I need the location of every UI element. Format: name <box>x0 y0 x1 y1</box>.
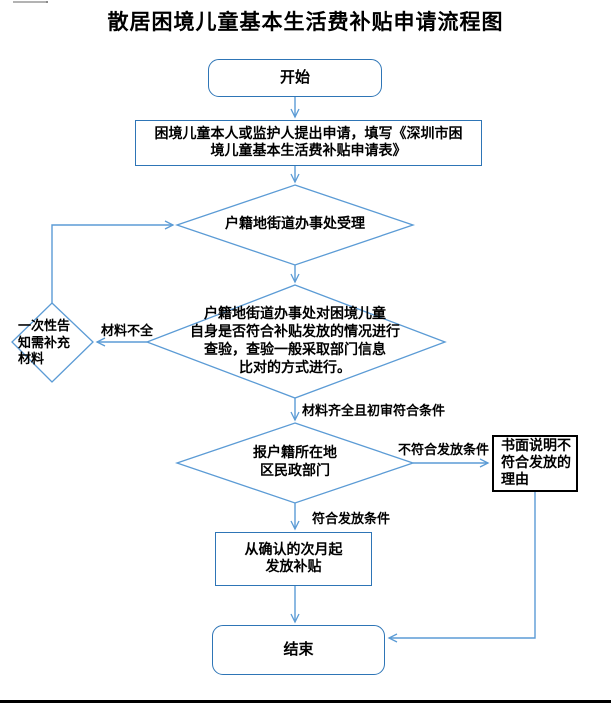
end-node: 结束 <box>212 625 385 675</box>
page-bottom-rule <box>0 700 611 703</box>
start-node: 开始 <box>208 59 382 97</box>
edge-label-material-incomplete: 材料不全 <box>101 323 154 338</box>
verify-label: 户籍地街道办事处对困境儿童 自身是否符合补贴发放的情况进行 查验，查验一般采取部… <box>190 307 400 376</box>
report-label: 报户籍所在地 区民政部门 <box>253 446 337 479</box>
edge-label-eligible: 符合发放条件 <box>312 511 391 526</box>
edge-written-end <box>387 492 536 643</box>
accept-label: 户籍地街道办事处受理 <box>225 217 365 233</box>
apply-label: 困境儿童本人或监护人提出申请，填写《深圳市困 境儿童基本生活费补贴申请表》 <box>154 126 463 159</box>
apply-box: 困境儿童本人或监护人提出申请，填写《深圳市困 境儿童基本生活费补贴申请表》 <box>135 120 482 166</box>
edge-label-material-complete: 材料齐全且初审符合条件 <box>302 403 446 418</box>
notify-label: 一次性告 知需补充 材料 <box>18 318 71 367</box>
written-explanation-box: 书面说明不 符合发放的 理由 <box>492 435 578 492</box>
written-label: 书面说明不 符合发放的 理由 <box>501 438 571 489</box>
notify-diamond <box>11 302 94 383</box>
edge-notify-accept <box>51 220 175 303</box>
grant-box: 从确认的次月起 发放补贴 <box>215 532 372 586</box>
grant-label: 从确认的次月起 发放补贴 <box>244 542 343 575</box>
end-label: 结束 <box>283 641 314 658</box>
page-title: 散居困境儿童基本生活费补贴申请流程图 <box>107 10 504 34</box>
edge-label-not-eligible: 不符合发放条件 <box>398 442 490 457</box>
start-label: 开始 <box>279 69 310 86</box>
scrollbar-artifact <box>13 1 48 3</box>
